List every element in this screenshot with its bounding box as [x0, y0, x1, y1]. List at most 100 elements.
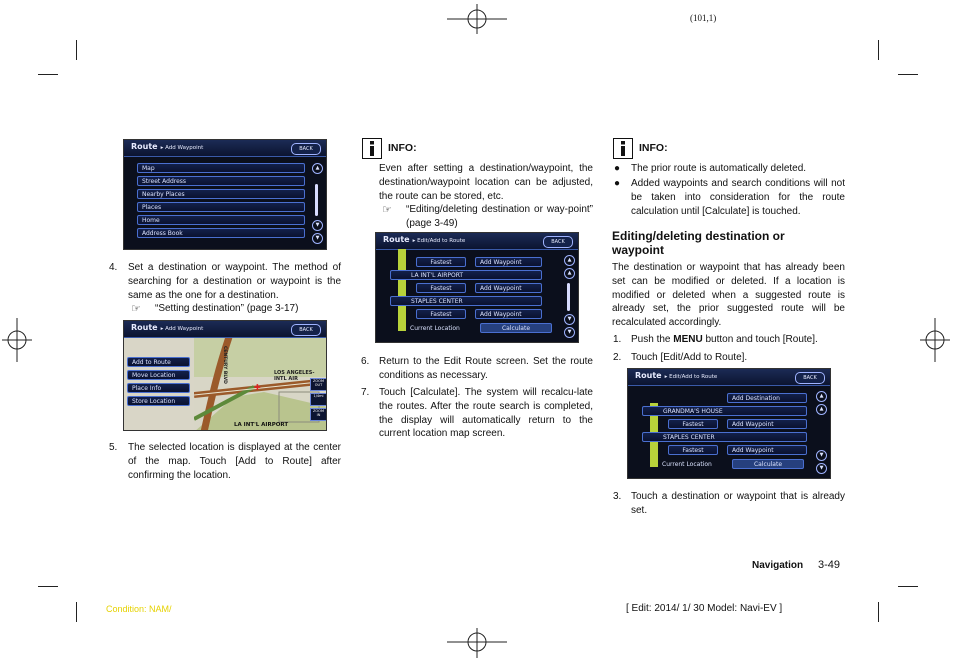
destination-row[interactable]: STAPLES CENTER: [390, 296, 542, 306]
store-location-button[interactable]: Store Location: [127, 396, 190, 406]
add-destination-button[interactable]: Add Destination: [727, 393, 807, 403]
scroll-up-button[interactable]: ▲: [564, 255, 575, 266]
scroll-down-button[interactable]: ▼: [816, 450, 827, 461]
bullet-dot: ●: [614, 163, 621, 174]
scroll-up-button[interactable]: ▲: [312, 163, 323, 174]
calculate-button[interactable]: Calculate: [480, 323, 552, 333]
place-info-button[interactable]: Place Info: [127, 383, 190, 393]
add-waypoint-button[interactable]: Add Waypoint: [727, 419, 807, 429]
current-location-label: Current Location: [410, 325, 460, 332]
registration-mark-left: [2, 318, 32, 362]
scroll-down-button[interactable]: ▼: [312, 220, 323, 231]
scroll-up-button[interactable]: ▲: [816, 404, 827, 415]
info-reference: “Editing/deleting destination or way-poi…: [406, 204, 593, 229]
screen-header: Route▸ Add Waypoint BACK: [124, 321, 326, 338]
crop-mark: [898, 74, 918, 75]
waypoint-row[interactable]: LA INT'L AIRPORT: [390, 270, 542, 280]
menu-item-address-book[interactable]: Address Book: [137, 228, 305, 238]
move-location-button[interactable]: Move Location: [127, 370, 190, 380]
condition-fastest-button[interactable]: Fastest: [416, 257, 466, 267]
info-text: Even after setting a destination/waypoin…: [379, 163, 593, 202]
crop-mark: [76, 602, 77, 622]
step-7-number: 7.: [361, 387, 370, 398]
crop-mark: [76, 40, 77, 60]
info-bullet-2: Added waypoints and search conditions wi…: [631, 178, 845, 217]
footer-page-number: 3-49: [818, 559, 841, 571]
add-waypoint-button[interactable]: Add Waypoint: [475, 309, 542, 319]
info-label: INFO:: [388, 142, 417, 154]
section-paragraph: The destination or waypoint that has alr…: [612, 262, 845, 329]
step-1-number: 1.: [613, 334, 622, 345]
page-reference: (101,1): [690, 13, 717, 23]
bullet-dot: ●: [614, 178, 621, 189]
map-street-label: CENTURY BLVD: [222, 346, 227, 384]
info-label: INFO:: [639, 142, 668, 154]
zoom-out-button[interactable]: ZOOM OUT: [310, 378, 326, 391]
info-icon: [362, 138, 382, 159]
registration-mark-top: [447, 4, 507, 34]
scroll-down-button[interactable]: ▼: [564, 314, 575, 325]
map-airport-label: LOS ANGELES-INTL AIR: [274, 370, 315, 382]
footer-condition: Condition: NAM/: [106, 604, 172, 614]
map-cursor-icon: ✚: [254, 383, 261, 392]
registration-mark-right: [920, 318, 950, 362]
step-1-post: button and touch [Route].: [702, 334, 818, 345]
scroll-up-button[interactable]: ▲: [816, 391, 827, 402]
add-waypoint-button[interactable]: Add Waypoint: [475, 283, 542, 293]
menu-item-nearby-places[interactable]: Nearby Places: [137, 189, 305, 199]
registration-mark-bottom: [447, 628, 507, 658]
info-icon-glyph: [370, 141, 374, 156]
step-3-number: 3.: [613, 491, 622, 502]
menu-item-map[interactable]: Map: [137, 163, 305, 173]
map-scale: 1/4mi: [310, 393, 326, 406]
edit-route-screenshot: Route▸ Edit/Add to Route BACK Add Destin…: [627, 368, 831, 479]
edit-route-screenshot: Route▸ Edit/Add to Route BACK Fastest Ad…: [375, 232, 579, 343]
scroll-up-button[interactable]: ▲: [564, 268, 575, 279]
screen-title: Route▸ Add Waypoint: [131, 323, 204, 332]
step-5-text: The selected location is displayed at th…: [128, 442, 341, 481]
screen-header: Route▸ Edit/Add to Route BACK: [376, 233, 578, 250]
condition-fastest-button[interactable]: Fastest: [668, 419, 718, 429]
step-2-number: 2.: [613, 352, 622, 363]
crop-mark: [38, 586, 58, 587]
crop-mark: [898, 586, 918, 587]
menu-item-home[interactable]: Home: [137, 215, 305, 225]
info-bullet-1: The prior route is automatically deleted…: [631, 163, 807, 174]
screen-header: Route▸ Add Waypoint BACK: [124, 140, 326, 157]
menu-item-street-address[interactable]: Street Address: [137, 176, 305, 186]
back-button[interactable]: BACK: [543, 236, 573, 248]
menu-item-places[interactable]: Places: [137, 202, 305, 212]
condition-fastest-button[interactable]: Fastest: [668, 445, 718, 455]
add-waypoint-button[interactable]: Add Waypoint: [475, 257, 542, 267]
back-button[interactable]: BACK: [291, 143, 321, 155]
step-6-number: 6.: [361, 356, 370, 367]
waypoint-row[interactable]: GRANDMA'S HOUSE: [642, 406, 807, 416]
condition-fastest-button[interactable]: Fastest: [416, 309, 466, 319]
map-location-screenshot: Route▸ Add Waypoint BACK Add to Route Mo…: [123, 320, 327, 431]
back-button[interactable]: BACK: [795, 372, 825, 384]
zoom-in-button[interactable]: ZOOM IN: [310, 408, 326, 421]
scroll-bottom-button[interactable]: ▼: [564, 327, 575, 338]
section-heading: Editing/deleting destination or waypoint: [612, 229, 785, 257]
add-to-route-button[interactable]: Add to Route: [127, 357, 190, 367]
step-6-text: Return to the Edit Route screen. Set the…: [379, 356, 593, 381]
map-graphic: [194, 337, 326, 430]
back-button[interactable]: BACK: [291, 324, 321, 336]
map-location-label: LA INT'L AIRPORT: [234, 422, 289, 428]
info-icon-glyph: [621, 141, 625, 156]
step-4-number: 4.: [109, 262, 118, 273]
scrollbar[interactable]: [567, 283, 570, 311]
crop-mark: [878, 40, 879, 60]
scroll-bottom-button[interactable]: ▼: [312, 233, 323, 244]
scrollbar[interactable]: [315, 184, 318, 216]
step-7-text: Touch [Calculate]. The system will recal…: [379, 387, 593, 440]
condition-fastest-button[interactable]: Fastest: [416, 283, 466, 293]
scroll-bottom-button[interactable]: ▼: [816, 463, 827, 474]
add-waypoint-button[interactable]: Add Waypoint: [727, 445, 807, 455]
destination-row[interactable]: STAPLES CENTER: [642, 432, 807, 442]
calculate-button[interactable]: Calculate: [732, 459, 804, 469]
step-1-text: Push the MENU button and touch [Route].: [631, 333, 845, 347]
reference-hand-icon: ☞: [131, 303, 141, 315]
current-location-label: Current Location: [662, 461, 712, 468]
reference-hand-icon: ☞: [382, 204, 392, 216]
